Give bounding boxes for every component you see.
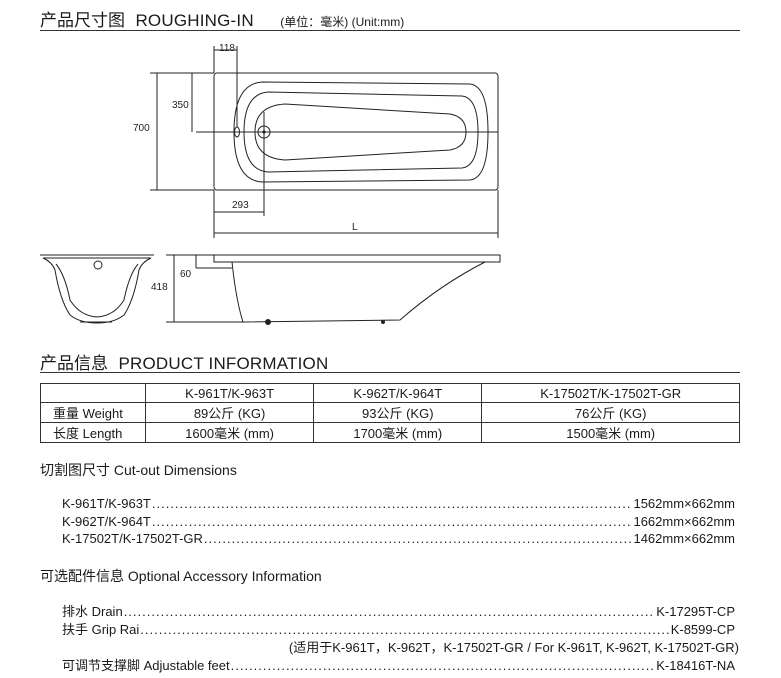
weight-cell: 76公斤 (KG)	[481, 402, 740, 423]
product-table: K-961T/K-963T K-962T/K-964T K-17502T/K-1…	[40, 383, 740, 443]
drain-label: 排水 Drain	[62, 604, 123, 619]
roughing-drawing: 118 350 700 293 L 60 418	[40, 43, 501, 325]
roughing-title-en: ROUGHING-IN	[135, 11, 254, 30]
drain-value: K-17295T-CP	[656, 604, 735, 619]
table-row: 重量 Weight 89公斤 (KG) 93公斤 (KG) 76公斤 (KG)	[40, 402, 740, 423]
leader-dots	[231, 658, 656, 673]
tub-top-inner	[243, 91, 479, 173]
product-title-cn: 产品信息	[40, 354, 108, 373]
list-item: 扶手 Grip Rai K-8599-CP	[62, 619, 735, 638]
dim-700: 700	[133, 123, 150, 134]
unit-note: (单位：毫米) (Unit:mm)	[280, 15, 405, 29]
cutout-value: 1462mm×662mm	[633, 531, 735, 546]
leader-dots	[204, 531, 633, 546]
end-view-drain	[93, 260, 103, 270]
table-row: 长度 Length 1600毫米 (mm) 1700毫米 (mm) 1500毫米…	[40, 422, 740, 443]
dim-60: 60	[180, 269, 192, 280]
length-cell: 1600毫米 (mm)	[144, 422, 315, 443]
grip-label: 扶手 Grip Rai	[62, 622, 140, 637]
product-header: 产品信息 PRODUCT INFORMATION	[40, 349, 328, 374]
dim-350: 350	[172, 100, 189, 111]
leader-dots	[124, 604, 656, 619]
weight-label: 重量 Weight	[40, 402, 146, 423]
tub-end-view	[40, 254, 154, 324]
leader-dots	[140, 622, 669, 637]
dim-418: 418	[151, 282, 168, 293]
dim-l: L	[352, 222, 358, 233]
dim-118: 118	[219, 43, 235, 54]
accessory-title: 可选配件信息 Optional Accessory Information	[40, 568, 322, 584]
leader-dots	[152, 496, 633, 511]
feet-value: K-18416T-NA	[656, 658, 735, 673]
roughing-divider	[40, 30, 740, 31]
roughing-title-cn: 产品尺寸图	[40, 11, 125, 30]
length-cell: 1500毫米 (mm)	[481, 422, 740, 443]
model-header: K-17502T/K-17502T-GR	[481, 383, 740, 403]
cutout-value: 1562mm×662mm	[633, 496, 735, 511]
leader-dots	[152, 514, 633, 529]
tub-side-view	[213, 254, 501, 323]
table-row: K-961T/K-963T K-962T/K-964T K-17502T/K-1…	[40, 383, 740, 403]
grip-note: (适用于K-961T，K-962T，K-17502T-GR / For K-96…	[288, 640, 739, 655]
list-item: 排水 Drain K-17295T-CP	[62, 601, 735, 620]
cutout-model: K-17502T/K-17502T-GR	[62, 531, 203, 546]
list-item: K-961T/K-963T 1562mm×662mm	[62, 496, 735, 511]
list-item: 可调节支撑脚 Adjustable feet K-18416T-NA	[62, 655, 735, 674]
weight-cell: 93公斤 (KG)	[313, 402, 483, 423]
product-title-en: PRODUCT INFORMATION	[118, 354, 329, 373]
roughing-header: 产品尺寸图 ROUGHING-IN (单位：毫米) (Unit:mm)	[40, 6, 404, 31]
cutout-model: K-962T/K-964T	[62, 514, 151, 529]
cutout-model: K-961T/K-963T	[62, 496, 151, 511]
cutout-title: 切割图尺寸 Cut-out Dimensions	[40, 462, 237, 478]
dim-293: 293	[232, 200, 249, 211]
list-item: K-17502T/K-17502T-GR 1462mm×662mm	[62, 531, 735, 546]
length-cell: 1700毫米 (mm)	[313, 422, 483, 443]
grip-value: K-8599-CP	[670, 622, 735, 637]
cutout-value: 1662mm×662mm	[633, 514, 735, 529]
list-item: K-962T/K-964T 1662mm×662mm	[62, 514, 735, 529]
product-divider	[40, 372, 740, 373]
feet-label: 可调节支撑脚 Adjustable feet	[62, 658, 230, 673]
model-header: K-962T/K-964T	[313, 383, 483, 403]
weight-cell: 89公斤 (KG)	[144, 402, 315, 423]
model-header: K-961T/K-963T	[144, 383, 315, 403]
tub-top-basin	[254, 103, 467, 161]
length-label: 长度 Length	[40, 422, 146, 443]
